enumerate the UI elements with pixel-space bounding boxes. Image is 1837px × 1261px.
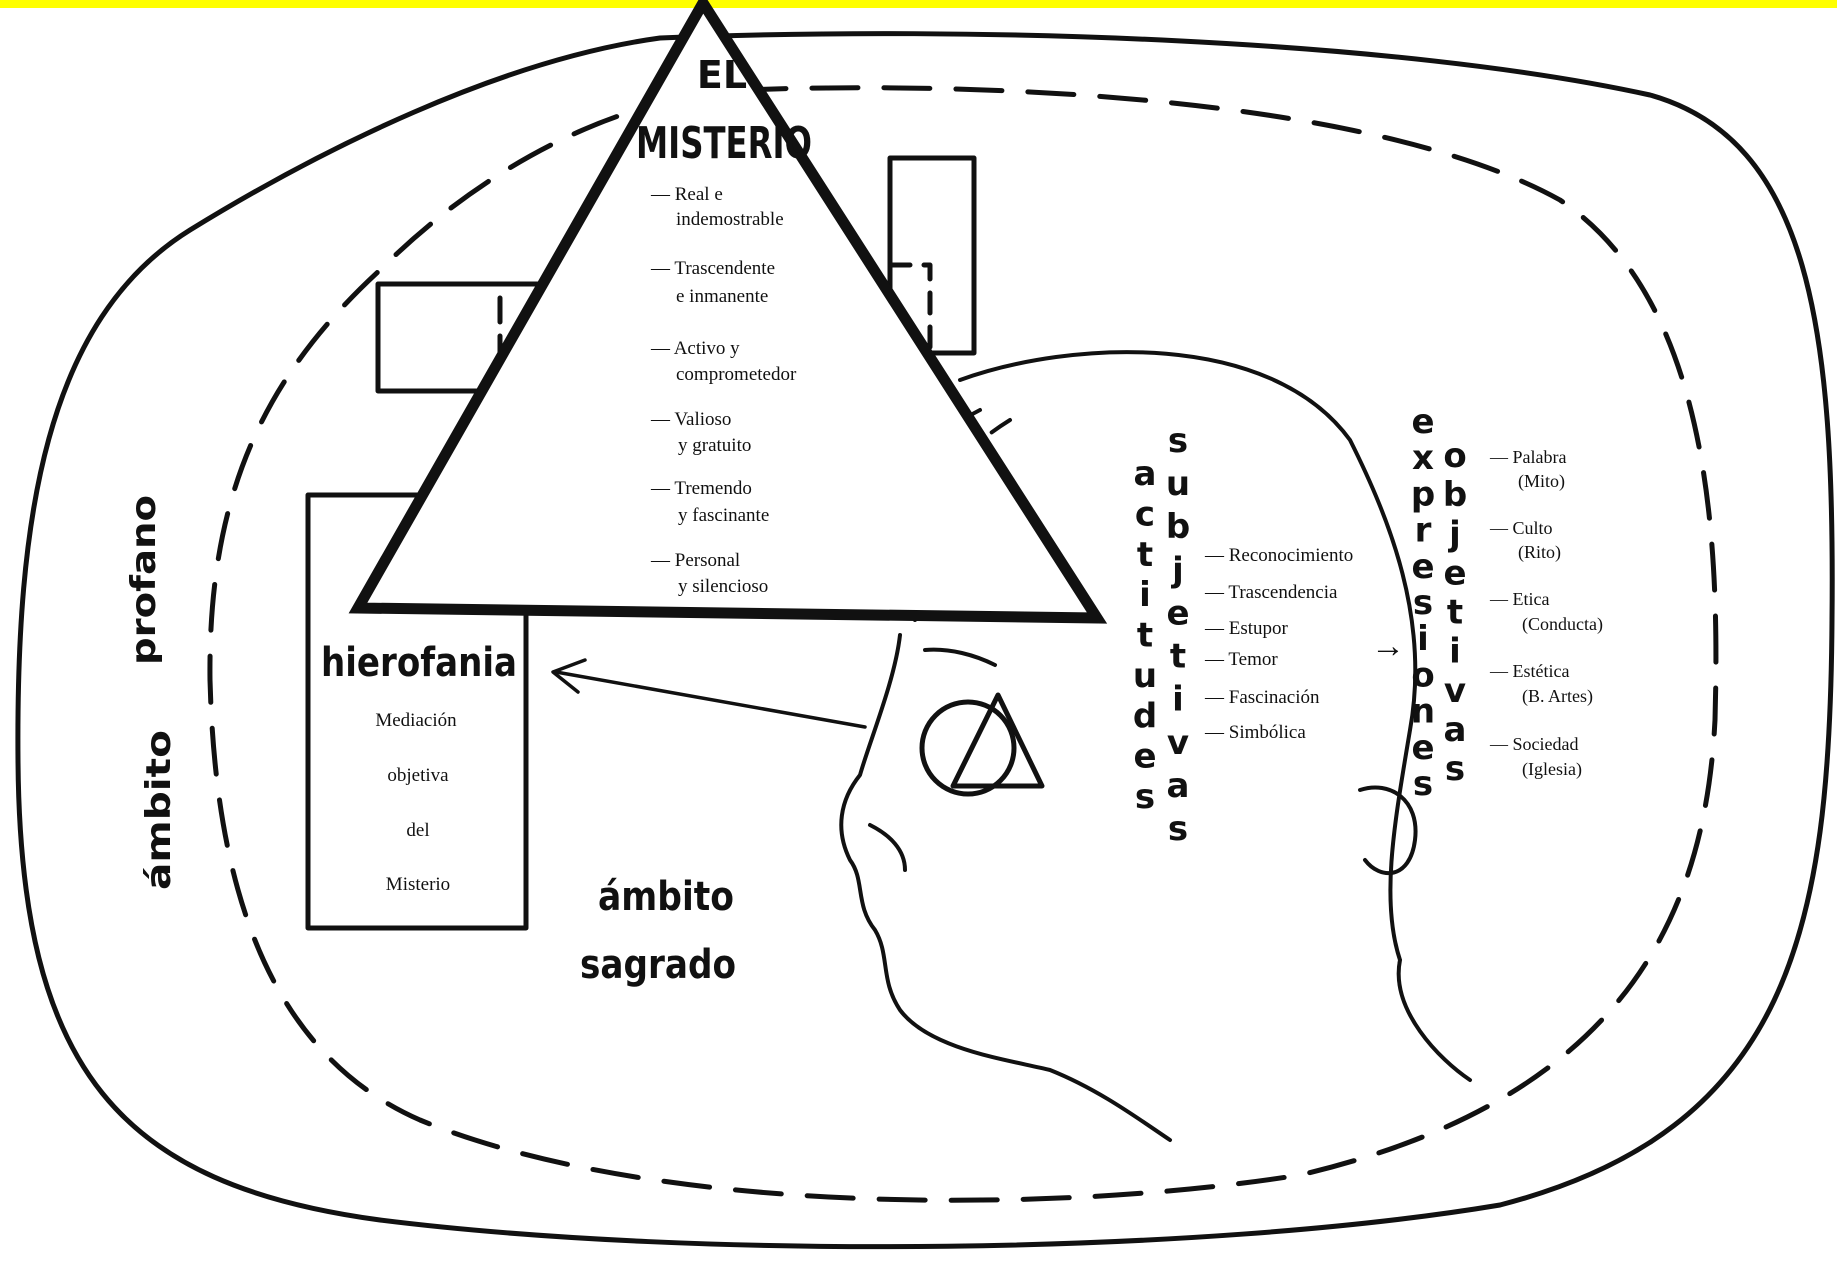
vertical-letter: e (1411, 402, 1434, 442)
expresion-item-line1: — Culto (1489, 518, 1553, 538)
vertical-letter: s (1168, 809, 1188, 849)
vertical-letter: e (1411, 547, 1434, 587)
expresion-item-line1: — Etica (1489, 589, 1549, 609)
vertical-letter: a (1167, 766, 1190, 806)
misterio-item-line1: — Valioso (650, 409, 731, 430)
expresion-item-line2: (Iglesia) (1522, 759, 1582, 780)
vertical-letter: o (1443, 436, 1466, 476)
vertical-letter: x (1412, 438, 1434, 478)
vertical-letter: j (1447, 514, 1461, 554)
vertical-letter: i (1172, 680, 1184, 720)
eyebrow (925, 650, 995, 665)
expresion-item-line2: (B. Artes) (1522, 686, 1593, 707)
vertical-letter: p (1411, 474, 1435, 514)
vertical-letter: r (1415, 511, 1432, 551)
ambito-sagrado-line1: ámbito (598, 874, 734, 920)
eye-triangle (953, 695, 1042, 786)
hierofania-line: del (406, 820, 429, 841)
actitud-item: — Reconocimiento (1204, 545, 1353, 566)
vertical-letter: v (1444, 671, 1466, 711)
misterio-item-line1: — Activo y (650, 338, 740, 359)
hierofania-title: hierofania (321, 640, 517, 686)
misterio-item-line2: y gratuito (678, 435, 751, 456)
ambito-sagrado-line2: sagrado (580, 942, 736, 988)
actitudes-items: — Reconocimiento — Trascendencia — Estup… (1204, 545, 1353, 743)
vertical-letter: s (1168, 421, 1188, 461)
vertical-letter: e (1411, 728, 1434, 768)
vertical-letter: t (1447, 593, 1463, 633)
vertical-letter: v (1167, 723, 1189, 763)
outer-oval (18, 34, 1832, 1247)
misterio-title-el: EL (697, 53, 747, 97)
vertical-letter: j (1170, 550, 1184, 590)
vertical-letter: o (1411, 655, 1434, 695)
vertical-letter: d (1133, 696, 1157, 736)
misterio-item-line2: comprometedor (676, 364, 797, 385)
vertical-letter: u (1133, 656, 1157, 696)
vertical-letter: u (1166, 464, 1190, 504)
nose-mouth (870, 825, 905, 870)
expresion-item-line1: — Palabra (1489, 447, 1566, 467)
misterio-item-line2: e inmanente (676, 286, 768, 307)
eye-circle (922, 702, 1014, 794)
misterio-item-line2: y silencioso (678, 576, 768, 597)
head-ear (1360, 787, 1416, 873)
misterio-item-line1: — Trascendente (650, 258, 775, 279)
vertical-letter: a (1134, 454, 1157, 494)
vertical-letter: s (1413, 583, 1433, 623)
vertical-letter: t (1137, 616, 1153, 656)
hierofania-lines: Mediación objetiva del Misterio (375, 710, 457, 895)
expresion-item-line2: (Conducta) (1522, 614, 1603, 635)
actitud-item: — Temor (1204, 649, 1278, 670)
vertical-letter: a (1444, 710, 1467, 750)
vertical-letter: c (1135, 494, 1155, 534)
actitud-item: — Estupor (1204, 618, 1289, 639)
actitud-item: — Fascinación (1204, 687, 1320, 708)
vertical-letter: i (1449, 632, 1461, 672)
vertical-letter: i (1417, 619, 1429, 659)
vertical-letter: e (1133, 737, 1156, 777)
expresiones-items: — Palabra (Mito) — Culto (Rito) — Etica … (1489, 447, 1603, 780)
hierofania-line: Misterio (386, 874, 450, 895)
ambito-profano-word2: ámbito (139, 730, 179, 890)
vertical-letter: n (1411, 692, 1435, 732)
ambito-profano-word1: profano (124, 495, 164, 665)
misterio-title: MISTERIO (636, 118, 812, 169)
vertical-letter: e (1443, 553, 1466, 593)
expresion-item-line2: (Mito) (1518, 471, 1565, 492)
actitud-item: — Trascendencia (1204, 582, 1338, 603)
misterio-item-line2: y fascinante (678, 505, 769, 526)
misterio-item-line1: — Real e (650, 184, 723, 205)
vertical-letter: b (1443, 475, 1467, 515)
top-yellow-bar (0, 0, 1837, 8)
vertical-letter: s (1445, 749, 1465, 789)
expresion-item-line1: — Estética (1489, 661, 1569, 681)
expresion-item-line2: (Rito) (1518, 542, 1561, 563)
vertical-letter: e (1166, 593, 1189, 633)
hierofania-line: objetiva (387, 765, 449, 786)
misterio-item-line2: indemostrable (676, 209, 784, 230)
misterio-item-line1: — Tremendo (650, 478, 752, 499)
expresion-item-line1: — Sociedad (1489, 734, 1578, 754)
right-arrow: → (1371, 628, 1405, 665)
gaze-arrow-line (556, 672, 865, 727)
hierofania-line: Mediación (375, 710, 457, 731)
vertical-letter: t (1137, 535, 1153, 575)
vertical-letter: t (1170, 637, 1186, 677)
misterio-item-line1: — Personal (650, 550, 740, 571)
vertical-letter: b (1166, 507, 1190, 547)
vertical-letter: s (1413, 764, 1433, 804)
actitud-item: — Simbólica (1204, 722, 1306, 743)
vertical-letter: s (1135, 777, 1155, 817)
vertical-letter: i (1139, 575, 1151, 615)
